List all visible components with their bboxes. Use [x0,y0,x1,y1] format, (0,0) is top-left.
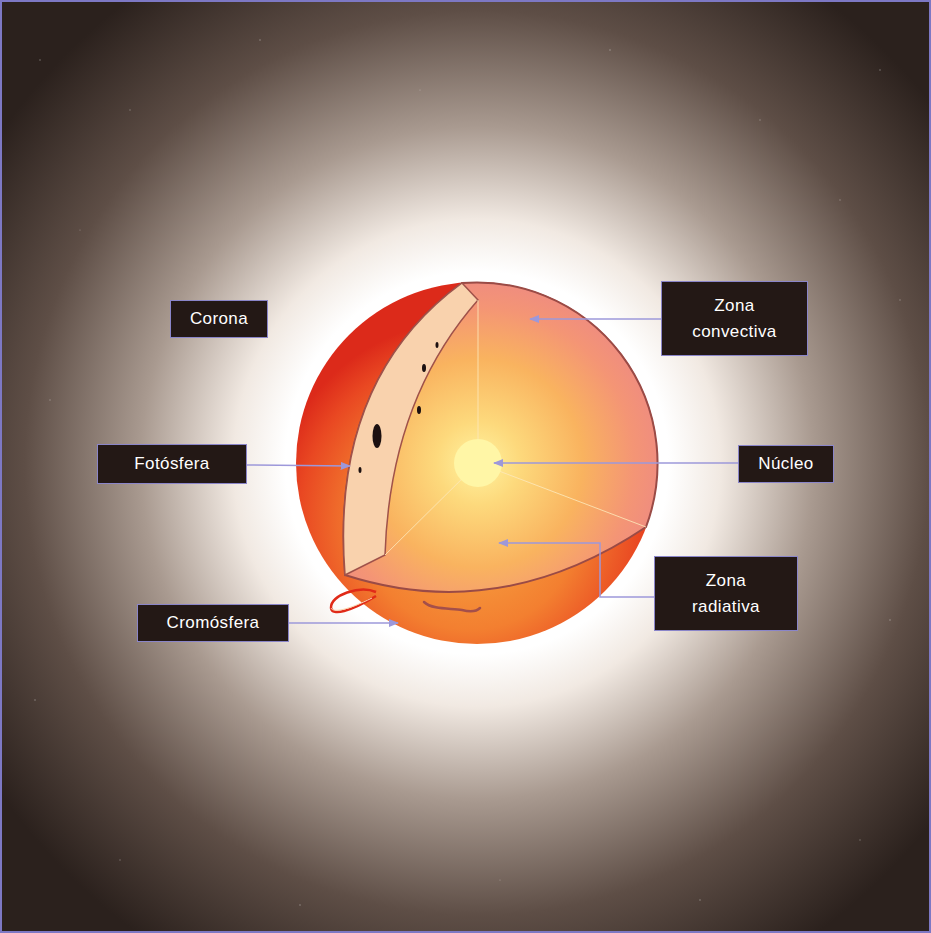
leader-line [499,543,654,597]
cutaway-interior [343,282,657,591]
label-box: Zona radiativa [654,556,798,631]
leader-line [247,465,350,466]
label-box: Zona convectiva [661,281,808,356]
label-box: Corona [170,300,268,338]
leader-line [289,622,398,624]
prominence [331,590,376,612]
label-box: Cromósfera [137,604,289,642]
section-lines [385,300,646,555]
leader-line [494,462,738,464]
label-box: Núcleo [738,445,834,483]
photosphere-face [343,283,478,575]
part-label: Fotósfera [134,451,209,477]
part-label: Zona convectiva [680,293,790,344]
surface-filament [424,602,480,611]
label-box: Fotósfera [97,444,247,484]
sunspots [359,342,439,473]
part-label: Cromósfera [167,610,260,636]
prominence-highlight [331,598,372,610]
part-label: Núcleo [758,451,813,477]
stars [34,39,901,906]
leader-line [530,318,661,320]
part-label: Zona radiativa [671,568,781,619]
part-label: Corona [190,306,248,332]
